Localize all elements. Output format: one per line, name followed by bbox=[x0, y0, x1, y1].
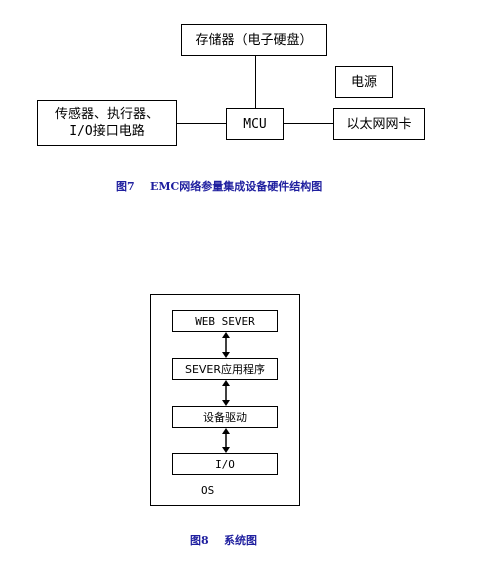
arrow-driver-io bbox=[222, 428, 230, 453]
arrow-web-app bbox=[222, 332, 230, 358]
web-server-label: WEB SEVER bbox=[195, 314, 255, 328]
sensors-box: 传感器、执行器、 I/O接口电路 bbox=[37, 100, 177, 146]
server-app-box: SEVER应用程序 bbox=[172, 358, 278, 380]
driver-box: 设备驱动 bbox=[172, 406, 278, 428]
web-server-box: WEB SEVER bbox=[172, 310, 278, 332]
io-box: I/O bbox=[172, 453, 278, 475]
mcu-box: MCU bbox=[226, 108, 284, 140]
system-frame bbox=[150, 294, 300, 506]
connector-mcu-ethernet bbox=[284, 123, 333, 124]
sensors-label-line1: 传感器、执行器、 bbox=[54, 107, 159, 122]
sensors-label-line2: I/O接口电路 bbox=[69, 124, 145, 139]
power-label: 电源 bbox=[350, 74, 377, 90]
arrow-app-driver bbox=[222, 380, 230, 406]
os-label: OS bbox=[201, 484, 215, 497]
driver-label: 设备驱动 bbox=[203, 411, 247, 424]
ethernet-box: 以太网网卡 bbox=[333, 108, 425, 140]
connector-storage-mcu bbox=[255, 56, 256, 108]
storage-box: 存储器（电子硬盘） bbox=[181, 24, 327, 56]
figure8-caption: 图8 系统图 bbox=[190, 534, 257, 547]
server-app-label: SEVER应用程序 bbox=[184, 363, 266, 376]
figure7-caption: 图7 EMC网络参量集成设备硬件结构图 bbox=[116, 180, 323, 193]
ethernet-label: 以太网网卡 bbox=[346, 116, 412, 132]
io-label: I/O bbox=[215, 457, 235, 471]
storage-label: 存储器（电子硬盘） bbox=[195, 32, 313, 48]
connector-sensors-mcu bbox=[177, 123, 226, 124]
power-box: 电源 bbox=[335, 66, 393, 98]
mcu-label: MCU bbox=[243, 116, 267, 132]
